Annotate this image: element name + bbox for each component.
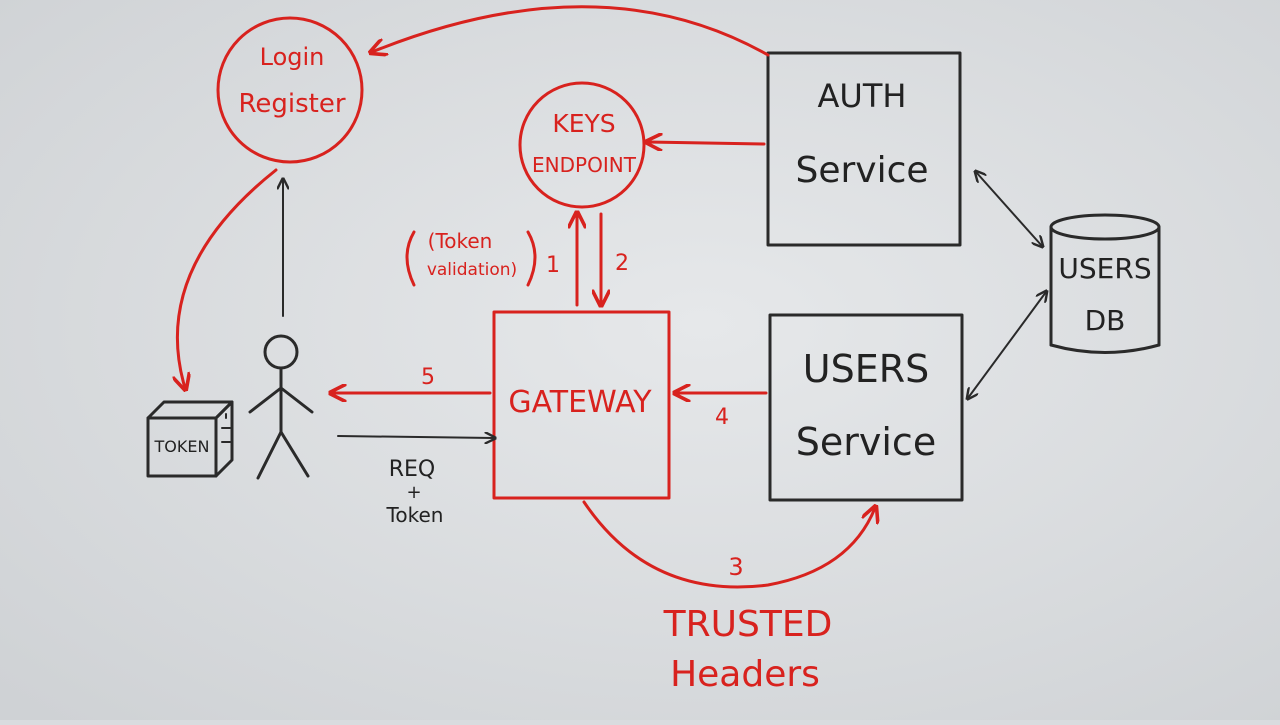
- auth-db-arrow: [976, 172, 1042, 246]
- keys-label: KEYS: [552, 109, 615, 138]
- users-label: USERS: [803, 347, 929, 391]
- users-db-node: USERS DB: [1049, 213, 1161, 354]
- endpoint-label: ENDPOINT: [532, 153, 637, 177]
- login-to-token-arrow: [177, 168, 278, 388]
- login-label: Login: [260, 43, 325, 71]
- gateway-node: GATEWAY: [492, 310, 671, 500]
- keys-endpoint-node: KEYS ENDPOINT: [518, 81, 646, 209]
- step-2-label: 2: [615, 251, 629, 276]
- request-label: REQ: [389, 457, 436, 482]
- auth-label: AUTH: [818, 77, 907, 115]
- auth-service-label: Service: [795, 150, 928, 191]
- auth-service-node: AUTH Service: [766, 51, 962, 247]
- gateway-label: GATEWAY: [508, 385, 652, 420]
- trusted-label: TRUSTED: [663, 604, 833, 645]
- login-register-node: Login Register: [216, 16, 364, 164]
- auth-to-login-arrow: [372, 5, 770, 55]
- token-box-label: TOKEN: [154, 437, 210, 456]
- token-validation-line1: (Token: [428, 229, 493, 253]
- users-service-db-arrow: [968, 292, 1046, 398]
- auth-to-keys-arrow: [648, 142, 766, 144]
- gateway-to-users-service-arrow: [582, 500, 875, 589]
- headers-label: Headers: [670, 654, 820, 695]
- user-to-gateway-arrow: [337, 436, 494, 438]
- step-4-label: 4: [715, 405, 729, 430]
- users-db-label: USERS: [1058, 252, 1151, 285]
- users-service-node: USERS Service: [768, 313, 964, 502]
- db-label: DB: [1085, 304, 1126, 337]
- token-box: TOKEN: [146, 400, 234, 478]
- stick-figure-icon: [248, 334, 314, 480]
- register-label: Register: [238, 89, 345, 119]
- users-service-label: Service: [796, 420, 936, 464]
- token-validation-line2: validation): [427, 260, 517, 280]
- step-1-label: 1: [546, 253, 560, 278]
- token-validation-open-paren: [405, 230, 416, 287]
- step-3-label: 3: [728, 553, 743, 581]
- request-plus-label: +: [406, 482, 421, 503]
- step-5-label: 5: [421, 365, 435, 390]
- request-token-label: Token: [386, 503, 444, 527]
- token-validation-close-paren: [526, 230, 537, 287]
